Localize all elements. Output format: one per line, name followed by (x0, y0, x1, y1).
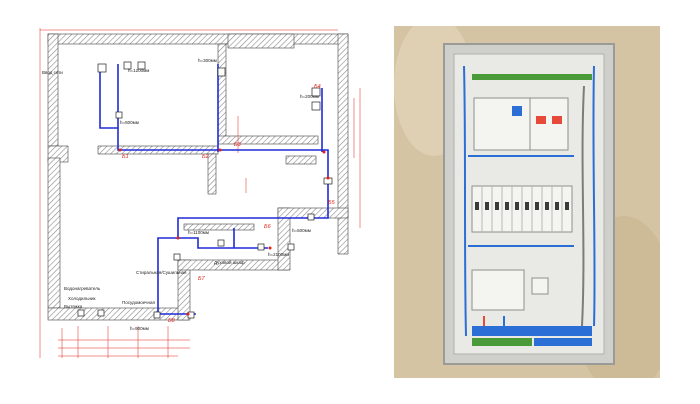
kitchen-label: Стиральная/Сушильная (136, 270, 187, 275)
dimension-lines (39, 28, 361, 358)
height-label: h=200мм (300, 94, 319, 99)
marker-label: Б4 (314, 84, 321, 90)
boiler-label: Водонагреватель (64, 286, 101, 291)
outlet-symbols (77, 61, 333, 319)
marker-label: Б3 (234, 142, 242, 148)
extract-label: Вытяжка (64, 304, 83, 309)
distribution-board-photo (394, 26, 660, 378)
electrical-floor-plan: Ввод сети Стиральная/Сушильная Духовой ш… (39, 28, 361, 358)
height-label: h=1100мм (188, 230, 209, 235)
breaker-row-bottom (471, 269, 592, 346)
walls (47, 33, 349, 321)
height-label: h=500мм (292, 228, 311, 233)
marker-label: Б6 (264, 224, 272, 230)
entry-label: Ввод сети (42, 70, 63, 75)
wiring (463, 65, 596, 337)
marker-label: Б2 (202, 154, 209, 160)
junction-markers (118, 148, 330, 316)
marker-label: Б7 (198, 276, 206, 282)
height-label: h=900мм (130, 326, 149, 331)
height-label: h=300мм (198, 58, 217, 63)
fridge-label: Холодильник (68, 296, 96, 301)
marker-label: Б5 (328, 200, 336, 206)
height-label: h=1200мм (128, 68, 149, 73)
oven-label: Духовой шкаф (214, 259, 245, 265)
marker-label: Б8 (168, 318, 176, 324)
height-label: h=2100мм (268, 252, 289, 257)
breaker-row-top (473, 97, 569, 151)
dishwasher-label: Посудомоечная (122, 300, 155, 305)
marker-label: Б1 (122, 154, 129, 160)
breaker-row-middle (471, 185, 573, 233)
height-label: h=800мм (120, 120, 139, 125)
